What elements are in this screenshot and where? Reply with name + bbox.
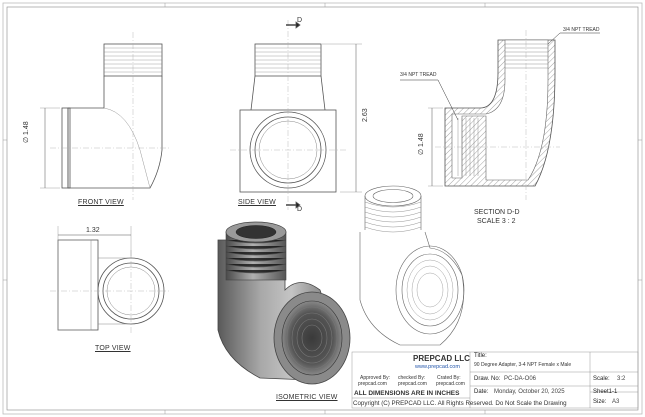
front-view bbox=[40, 32, 170, 200]
male-thread bbox=[225, 221, 287, 281]
checked-by-value: prepcad.com bbox=[398, 381, 427, 387]
female-socket bbox=[273, 291, 351, 385]
company-website: www.prepcad.com bbox=[415, 364, 460, 370]
crated-by-value: prepcad.com bbox=[436, 381, 465, 387]
checked-by-label: checked By: bbox=[398, 375, 426, 381]
top-view-title: TOP VIEW bbox=[95, 345, 131, 352]
title-label: Title: bbox=[474, 353, 487, 359]
front-view-title: FRONT VIEW bbox=[78, 199, 124, 206]
side-view-title: SIDE VIEW bbox=[238, 199, 276, 206]
section-view-title: SECTION D-D bbox=[474, 209, 520, 216]
isometric-view bbox=[217, 221, 351, 385]
approved-by-value: prepcad.com bbox=[358, 381, 387, 387]
section-marker-top: D bbox=[297, 17, 303, 24]
section-view-scale: SCALE 3 : 2 bbox=[477, 218, 516, 225]
copyright-note: Copyright (C) PREPCAD LLC. All Rights Re… bbox=[353, 400, 567, 407]
date-value: Monday, October 20, 2025 bbox=[494, 389, 565, 395]
top-view bbox=[50, 226, 170, 335]
size-label: Size: bbox=[593, 399, 607, 405]
crated-by-label: Crated By: bbox=[437, 375, 461, 381]
section-view bbox=[400, 30, 600, 200]
scale-value: 3:2 bbox=[617, 376, 626, 382]
date-label: Date: bbox=[474, 389, 489, 395]
drawing-frame bbox=[6, 6, 639, 411]
front-diameter-dimension: ∅ 1.48 bbox=[23, 121, 30, 143]
size-value: A3 bbox=[612, 399, 620, 405]
frame-ticks bbox=[3, 3, 642, 414]
draw-no-value: PC-DA-O06 bbox=[504, 376, 537, 382]
top-width-dimension: 1.32 bbox=[86, 227, 100, 234]
title-value: 90 Degree Adapter, 3-4 NPT Female x Male bbox=[474, 362, 572, 368]
thread-callout-mid: 3/4 NPT TREAD bbox=[400, 72, 437, 78]
scale-label: Scale: bbox=[593, 376, 610, 382]
section-diameter-dimension: ∅ 1.48 bbox=[418, 133, 425, 155]
units-note: ALL DIMENSIONS ARE IN INCHES bbox=[354, 390, 460, 397]
side-height-dimension: 2.63 bbox=[362, 108, 369, 122]
isometric-view-title: ISOMETRIC VIEW bbox=[276, 394, 338, 401]
sheet-label: Sheet1-1 bbox=[593, 389, 618, 395]
approved-by-label: Approved By: bbox=[360, 375, 391, 381]
draw-no-label: Draw. No: bbox=[474, 376, 501, 382]
thread-callout-top: 3/4 NPT TREAD bbox=[563, 27, 600, 33]
company-name: PREPCAD LLC bbox=[413, 354, 470, 363]
title-block bbox=[351, 351, 639, 409]
isometric-wireframe bbox=[359, 185, 465, 346]
section-marker-bottom: D bbox=[297, 206, 303, 213]
side-view bbox=[230, 20, 362, 210]
